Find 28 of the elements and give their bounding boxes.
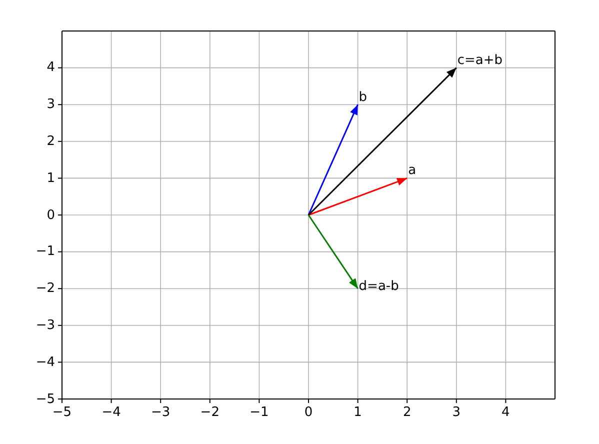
tick-label: 4 xyxy=(502,405,510,420)
tick-label: 3 xyxy=(46,97,55,112)
vector-arrow xyxy=(308,178,408,216)
tick-label: −3 xyxy=(36,318,55,333)
vector-label: a xyxy=(408,163,416,178)
vector-arrow xyxy=(308,214,358,290)
tick-label: −4 xyxy=(102,405,121,420)
tick-label: 1 xyxy=(354,405,362,420)
vector-label: c=a+b xyxy=(457,52,503,68)
vector-label: b xyxy=(358,90,368,105)
vector-label: d=a-b xyxy=(358,278,399,294)
vector-arrow xyxy=(308,104,358,216)
tick-label: −1 xyxy=(250,405,269,420)
tick-label: −4 xyxy=(36,354,55,370)
tick-label: −5 xyxy=(52,405,72,420)
tick-label: 0 xyxy=(46,208,55,222)
vector-arrow xyxy=(308,67,457,216)
tick-label: 4 xyxy=(46,60,55,76)
tick-label: −5 xyxy=(36,392,55,406)
tick-label: −3 xyxy=(151,405,170,420)
tick-label: 2 xyxy=(46,134,55,149)
tick-label: 3 xyxy=(452,405,461,420)
tick-label: 1 xyxy=(46,170,55,186)
tick-label: 2 xyxy=(402,405,412,420)
tick-label: −2 xyxy=(200,405,220,420)
tick-label: −2 xyxy=(36,281,55,296)
tick-label: 0 xyxy=(304,405,313,420)
tick-label: −1 xyxy=(36,244,55,260)
